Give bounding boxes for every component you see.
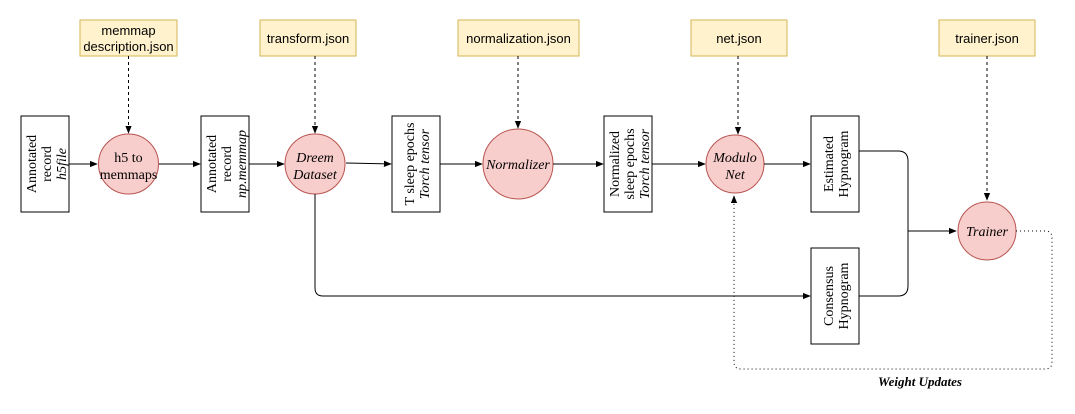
box-h5-line1: Annotated bbox=[25, 135, 40, 193]
box-estimated-hypnogram: Estimated Hypnogram bbox=[810, 115, 860, 213]
process-h5-line2: memmaps bbox=[100, 168, 158, 183]
box-annotated-record-h5: Annotated record h5file bbox=[20, 115, 70, 213]
process-trainer: Trainer bbox=[957, 201, 1017, 261]
box-np-line2: record bbox=[220, 146, 235, 182]
process-modulo-line2: Net bbox=[724, 168, 746, 183]
box-normalized-line2: sleep epochs bbox=[623, 128, 638, 199]
edge-dataset-to-consensus bbox=[314, 194, 811, 300]
config-net-label: net.json bbox=[716, 31, 762, 46]
process-dreem-line2: Dataset bbox=[292, 168, 338, 183]
box-h5-line2: record bbox=[40, 146, 55, 182]
box-consensus-hypnogram: Consensus Hypnogram bbox=[810, 247, 860, 345]
config-net: net.json bbox=[690, 19, 788, 57]
box-tsleep-line2: Torch tensor bbox=[418, 128, 433, 199]
process-trainer-label: Trainer bbox=[966, 225, 1009, 240]
box-np-line3: np.memmap bbox=[235, 130, 250, 198]
box-consensus-line2: Hypnogram bbox=[837, 262, 852, 329]
box-estimated-line1: Estimated bbox=[822, 136, 837, 192]
process-dreem-line1: Dreem bbox=[295, 151, 334, 166]
config-memmap-description: memmap description.json bbox=[79, 19, 178, 57]
box-tsleep-line1: T sleep epochs bbox=[403, 123, 418, 206]
edge-hypnogram-merge bbox=[859, 150, 909, 297]
config-normalization: normalization.json bbox=[457, 19, 580, 57]
process-normalizer-label: Normalizer bbox=[485, 158, 550, 173]
process-h5-to-memmaps: h5 to memmaps bbox=[98, 133, 159, 195]
box-np-line1: Annotated bbox=[205, 135, 220, 193]
config-memmap-line2: description.json bbox=[83, 39, 173, 54]
process-normalizer: Normalizer bbox=[482, 128, 554, 200]
config-memmap-line1: memmap bbox=[101, 23, 155, 38]
config-transform-label: transform.json bbox=[267, 31, 349, 46]
box-t-sleep-epochs: T sleep epochs Torch tensor bbox=[391, 115, 441, 213]
config-transform: transform.json bbox=[259, 19, 357, 57]
box-normalized-sleep-epochs: Normalized sleep epochs Torch tensor bbox=[603, 115, 653, 213]
box-annotated-record-np: Annotated record np.memmap bbox=[200, 115, 250, 213]
weight-updates-label: Weight Updates bbox=[878, 374, 962, 389]
process-dreem-dataset: Dreem Dataset bbox=[284, 133, 346, 195]
config-normalization-label: normalization.json bbox=[466, 31, 571, 46]
process-modulo-net: Modulo Net bbox=[705, 134, 765, 194]
config-trainer: trainer.json bbox=[938, 19, 1036, 57]
box-h5-line3: h5file bbox=[55, 148, 70, 180]
edge-dataset-to-tsleep bbox=[345, 160, 392, 168]
box-normalized-line1: Normalized bbox=[608, 131, 623, 197]
box-estimated-line2: Hypnogram bbox=[837, 130, 852, 197]
process-h5-line1: h5 to bbox=[114, 151, 142, 166]
box-consensus-line1: Consensus bbox=[822, 266, 837, 326]
config-trainer-label: trainer.json bbox=[955, 31, 1019, 46]
box-normalized-line3: Torch tensor bbox=[638, 128, 653, 199]
process-modulo-line1: Modulo bbox=[712, 151, 757, 166]
